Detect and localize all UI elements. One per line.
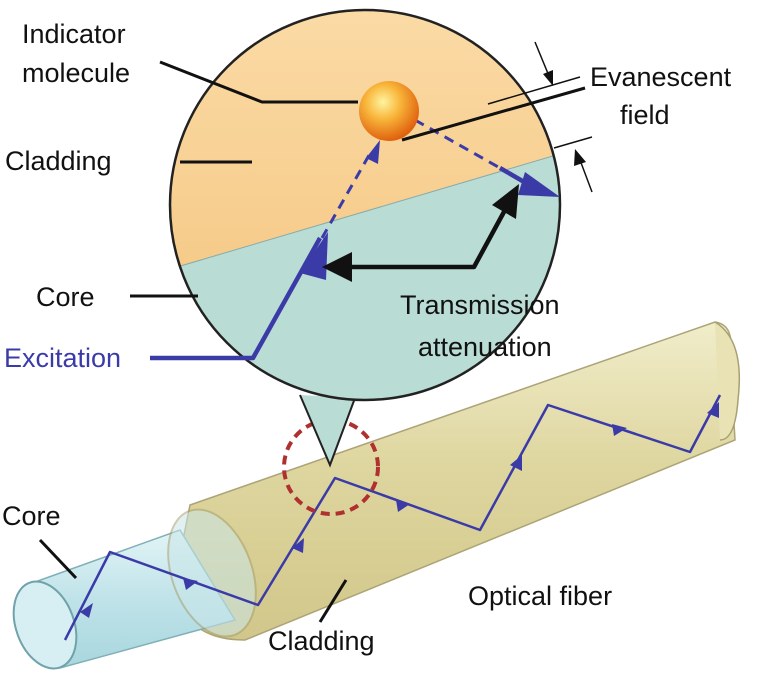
evanescent-arrowhead-up — [366, 140, 380, 164]
evanescent-arrow-bottom-head — [574, 149, 586, 166]
magnified-view — [150, 8, 562, 468]
excitation-label: Excitation — [4, 343, 121, 373]
evanescent-arrow-top-head — [543, 70, 553, 86]
core-cladding-interface — [170, 144, 560, 276]
callout-tail — [299, 394, 356, 468]
optical-fiber-label: Optical fiber — [468, 581, 612, 611]
fiber-core-end-face — [12, 580, 78, 670]
evanescent-label-line1: Evanescent — [590, 62, 732, 92]
transmitted-arrowhead — [518, 172, 560, 197]
cladding-bottom-leader — [318, 579, 348, 623]
core-zone — [170, 145, 560, 400]
evanescent-label-line2: field — [620, 100, 670, 130]
evanescent-arrow-top-shaft — [534, 41, 550, 77]
core-bottom-leader — [38, 538, 78, 580]
attenuation-arrowhead-right — [492, 184, 519, 219]
indicator-label-line2: molecule — [22, 58, 130, 88]
excitation-ray — [150, 236, 322, 361]
leader-lines — [38, 60, 586, 623]
evanescent-outer-tick — [487, 76, 581, 105]
evanescent-arrow-bottom-shaft — [579, 159, 593, 193]
indicator-leader — [159, 60, 358, 104]
path-arrow-7 — [707, 402, 719, 418]
path-arrow-2 — [183, 578, 198, 590]
excitation-arrowhead — [300, 232, 328, 280]
evanescent-inner-tick — [553, 136, 593, 149]
evanescent-field-leader — [401, 86, 586, 142]
path-arrow-1 — [80, 603, 93, 618]
path-arrow-6 — [612, 424, 627, 436]
fiber-cladding-front-ring — [167, 508, 257, 638]
magnified-circle-outline — [168, 8, 562, 402]
core-bottom-label: Core — [2, 501, 61, 531]
optical-fiber — [12, 321, 741, 670]
evanescent-field-marker — [487, 41, 593, 193]
fiber-cladding-far-end — [714, 321, 741, 441]
attenuation-arrowhead-left — [322, 252, 352, 282]
labels: Indicator molecule Evanescent field Clad… — [2, 19, 732, 656]
path-arrow-5 — [510, 455, 522, 471]
path-arrow-4 — [396, 500, 410, 512]
path-arrow-3 — [292, 538, 304, 553]
indicator-molecule — [359, 81, 419, 141]
transmission-label-line1: Transmission — [400, 290, 560, 320]
cladding-top-label: Cladding — [5, 146, 112, 176]
transmission-label-line2: attenuation — [418, 332, 552, 362]
attenuation-bracket — [343, 208, 507, 270]
indicator-label-line1: Indicator — [22, 19, 126, 49]
core-top-label: Core — [36, 282, 95, 312]
cladding-bottom-label: Cladding — [268, 626, 375, 656]
magnifier-ring — [282, 418, 380, 516]
